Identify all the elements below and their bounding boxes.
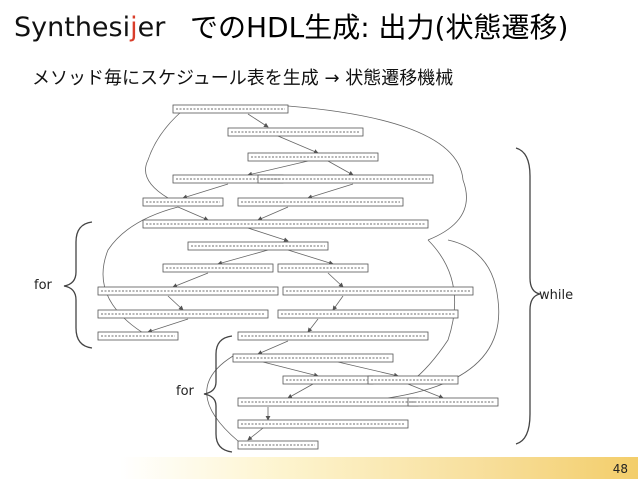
edge [247, 227, 289, 243]
while-brace [515, 147, 541, 445]
edge [247, 160, 309, 177]
logo-text-after: er [138, 12, 167, 42]
edge [247, 427, 264, 441]
edge [287, 249, 334, 266]
edge [327, 272, 344, 288]
for-outer-brace [63, 221, 93, 349]
loop-edge [287, 105, 467, 241]
title-text: でのHDL生成: 出力(状態遷移) [190, 11, 569, 44]
subtitle: メソッド毎にスケジュール表を生成 → 状態遷移機械 [32, 68, 454, 89]
synthesijer-logo: Synthesijer [14, 12, 166, 42]
loop-edge [387, 239, 500, 399]
for-inner-label: for [176, 384, 194, 399]
edge [332, 295, 344, 311]
state-node [142, 219, 429, 229]
state-node [237, 197, 404, 207]
edge [247, 113, 269, 128]
state-node [162, 263, 274, 273]
for-outer-label: for [34, 278, 52, 293]
edge [407, 383, 444, 399]
state-node [97, 286, 279, 296]
edge [172, 272, 209, 288]
edge [262, 361, 319, 378]
state-node [277, 309, 459, 319]
edge [217, 249, 269, 266]
state-diagram [88, 100, 518, 450]
state-node [247, 152, 379, 162]
edge [177, 206, 209, 221]
edge [257, 206, 289, 221]
loop-edge [145, 105, 189, 199]
state-node-labels [101, 108, 495, 446]
loop-edge [407, 239, 456, 385]
edge [287, 383, 314, 399]
logo-text-before: Synthesi [14, 12, 130, 42]
edge [337, 361, 399, 378]
footer-gradient-bar [120, 457, 638, 479]
edge [277, 135, 319, 154]
edge [257, 340, 289, 355]
for-inner-brace [203, 335, 233, 453]
page-number: 48 [612, 462, 628, 476]
edge [182, 183, 229, 200]
edge [307, 318, 319, 333]
state-diagram-svg [97, 104, 500, 450]
while-label: while [539, 288, 574, 303]
edge [327, 160, 354, 176]
svg-text:Synthesijer: Synthesijer [14, 12, 166, 42]
edge [147, 318, 189, 334]
edge [307, 183, 354, 200]
state-node [237, 397, 419, 407]
logo-text-j: j [129, 12, 138, 42]
edge [167, 295, 184, 311]
